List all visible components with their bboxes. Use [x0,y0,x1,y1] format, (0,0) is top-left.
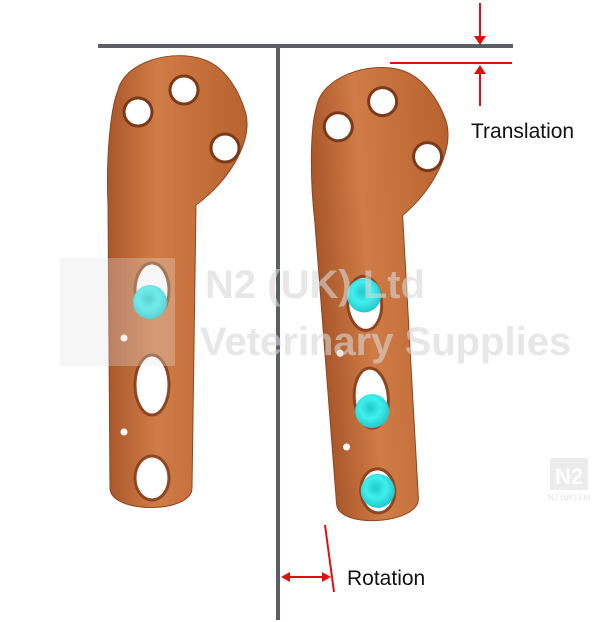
watermark-logo-caption: N2 (UK) Ltd [548,493,590,502]
rotation-arrows [281,524,335,593]
plate-original [105,54,249,510]
rotation-label: Rotation [347,567,426,590]
screw [133,285,167,319]
watermark-logo: N2 [555,464,583,489]
screw [355,394,390,429]
watermark-line1: N2 (UK) Ltd [205,263,425,307]
reference-lines [98,44,513,620]
screw [347,278,382,313]
translation-label: Translation [471,120,575,143]
watermark: N2 (UK) Ltd Veterinary Supplies N2 N2 (U… [60,258,590,502]
translation-arrows [390,3,512,106]
plate-displaced [302,61,477,525]
screw [360,473,395,508]
watermark-line2: Veterinary Supplies [200,320,571,364]
